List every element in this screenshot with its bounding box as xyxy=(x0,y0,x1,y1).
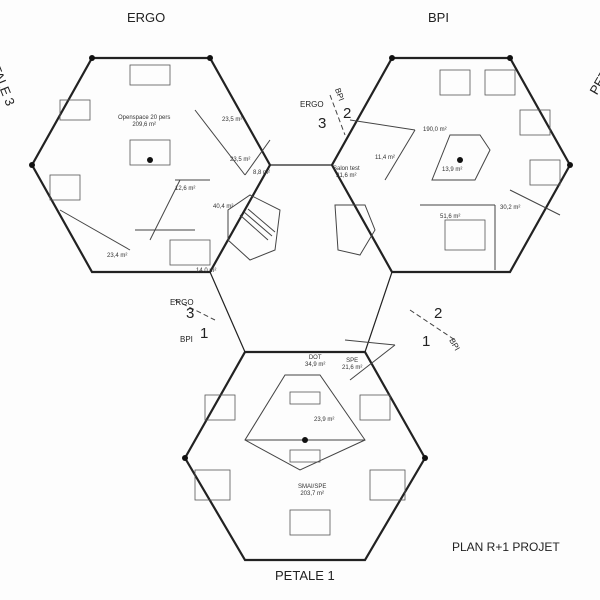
divider-number: 1 xyxy=(422,333,431,350)
zone-label-petale1: PETALE 1 xyxy=(275,568,335,583)
room-label: 23,5 m² xyxy=(222,117,243,123)
divider-number: 1 xyxy=(200,325,209,342)
divider-label: ERGO xyxy=(300,100,324,109)
zone-label-bpi: BPI xyxy=(428,10,449,25)
meeting-room-petale1 xyxy=(244,374,366,471)
room-label: 190,0 m² xyxy=(423,127,447,133)
divider-number: 3 xyxy=(318,115,327,132)
hexagon-petale1 xyxy=(183,350,427,562)
divider-label: ERGO xyxy=(170,298,194,307)
stairwell xyxy=(227,194,281,261)
hexagon-bpi xyxy=(330,56,572,274)
room-label: 23,5 m² xyxy=(230,157,251,163)
divider-number: 3 xyxy=(186,305,195,322)
room-label: 23,9 m² xyxy=(314,417,335,423)
room-label: 13,9 m² xyxy=(442,167,463,173)
meeting-room-bpi xyxy=(431,134,491,181)
room-label: 14,0 m² xyxy=(196,268,217,274)
room-label: 51,6 m² xyxy=(440,214,461,220)
room-label: 8,8 m² xyxy=(253,170,271,176)
divider-number: 2 xyxy=(434,305,443,322)
elevator-block xyxy=(334,204,376,256)
central-core-outline xyxy=(209,164,393,353)
divider-label: BPI xyxy=(180,335,193,344)
plan-title: PLAN R+1 PROJET xyxy=(452,540,560,554)
zone-label-ergo: ERGO xyxy=(127,10,166,25)
room-label: 23,4 m² xyxy=(107,253,128,259)
room-label: 12,6 m² xyxy=(175,186,196,192)
room-label: 40,4 m² xyxy=(213,204,234,210)
divider-number: 2 xyxy=(343,105,352,122)
room-label: 11,4 m² xyxy=(375,155,395,161)
room-label: 30,2 m² xyxy=(500,205,521,211)
